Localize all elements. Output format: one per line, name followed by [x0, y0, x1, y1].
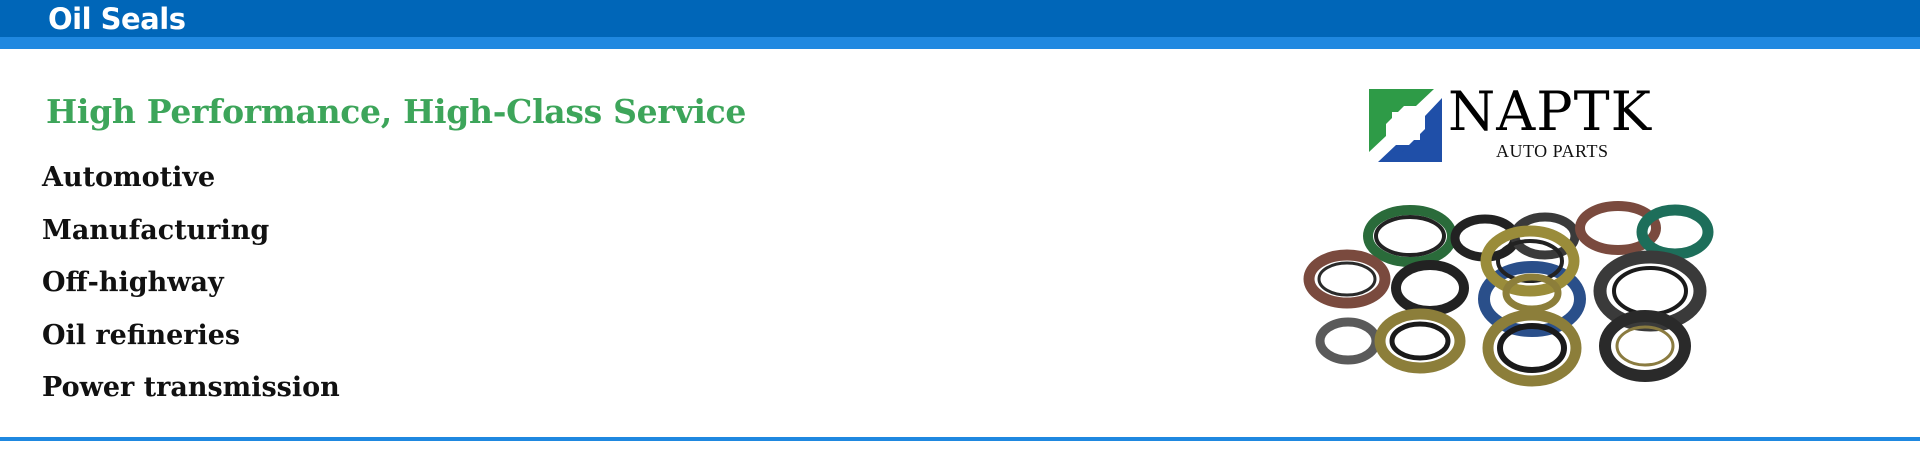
bottom-divider	[0, 437, 1920, 441]
oil-seals-photo	[1303, 201, 1714, 387]
brand-name: NAPTK	[1448, 80, 1652, 143]
list-item: Automotive	[42, 162, 216, 193]
header-stripe	[0, 37, 1920, 49]
tagline: High Performance, High-Class Service	[46, 92, 747, 131]
header-bar	[0, 0, 1920, 37]
logo: NAPTK AUTO PARTS	[1366, 82, 1666, 166]
naptk-logo-icon	[1369, 89, 1442, 162]
list-item: Oil refineries	[42, 319, 241, 351]
brand-subtitle: AUTO PARTS	[1496, 141, 1609, 161]
list-item: Off-highway	[42, 267, 224, 298]
list-item: Power transmission	[42, 372, 340, 403]
page-title: Oil Seals	[48, 2, 186, 36]
industry-list: Automotive Manufacturing Off-highway Oil…	[42, 158, 340, 421]
list-item: Manufacturing	[42, 214, 270, 246]
